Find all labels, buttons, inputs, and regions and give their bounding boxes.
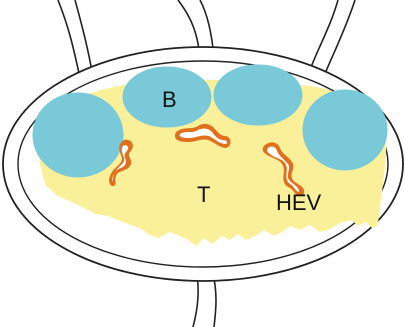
b-follicle-left bbox=[33, 93, 123, 177]
top-right-vessel-inner bbox=[324, 0, 355, 76]
b-zone-label: B bbox=[162, 87, 177, 112]
b-follicle-center-right bbox=[214, 65, 302, 125]
top-left-vessel-inner bbox=[75, 0, 92, 72]
top-right-vessel-outer bbox=[310, 0, 338, 70]
b-follicle-right bbox=[303, 90, 387, 170]
t-zone-label: T bbox=[197, 182, 210, 207]
top-left-vessel-outer bbox=[58, 0, 80, 78]
hev-label: HEV bbox=[276, 190, 322, 215]
